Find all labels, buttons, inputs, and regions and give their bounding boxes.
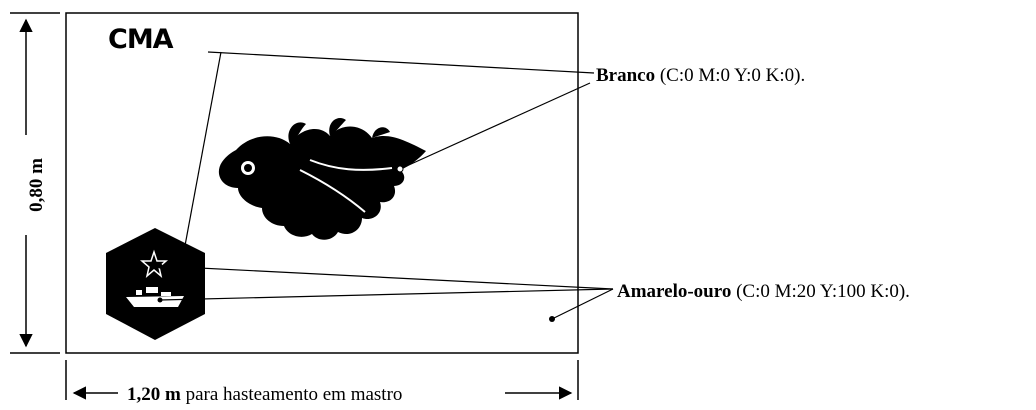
ship-icon	[126, 287, 184, 307]
legend-white-code: (C:0 M:0 Y:0 K:0).	[659, 65, 806, 86]
legend-gold-code: (C:0 M:20 Y:100 K:0).	[736, 281, 910, 302]
flag-outline	[65, 12, 579, 354]
hexagon-emblem	[106, 228, 205, 340]
leader-lines-gold	[159, 265, 614, 320]
star-icon	[139, 249, 169, 279]
width-dimension	[65, 360, 579, 400]
legend-white: Branco (C:0 M:0 Y:0 K:0).	[596, 66, 805, 85]
leader-dot	[181, 248, 187, 254]
leader-dot	[157, 263, 163, 269]
cma-logo: CMA	[108, 24, 174, 55]
width-label: 1,20 m para hasteamento em mastro	[127, 385, 402, 404]
height-dimension	[10, 12, 60, 354]
legend-gold-name: Amarelo-ouro	[617, 281, 732, 302]
legend-white-name: Branco	[596, 65, 656, 86]
leader-dot	[396, 165, 404, 173]
acanthus-leaf-emblem	[218, 117, 426, 240]
width-label-rest: para hasteamento em mastro	[185, 384, 403, 405]
height-label: 0,80 m	[26, 158, 47, 212]
leader-dot	[549, 316, 555, 322]
width-label-value: 1,20 m	[127, 384, 181, 405]
leader-lines-white	[183, 51, 595, 252]
leader-dot	[157, 297, 163, 303]
legend-gold: Amarelo-ouro (C:0 M:20 Y:100 K:0).	[617, 282, 910, 301]
